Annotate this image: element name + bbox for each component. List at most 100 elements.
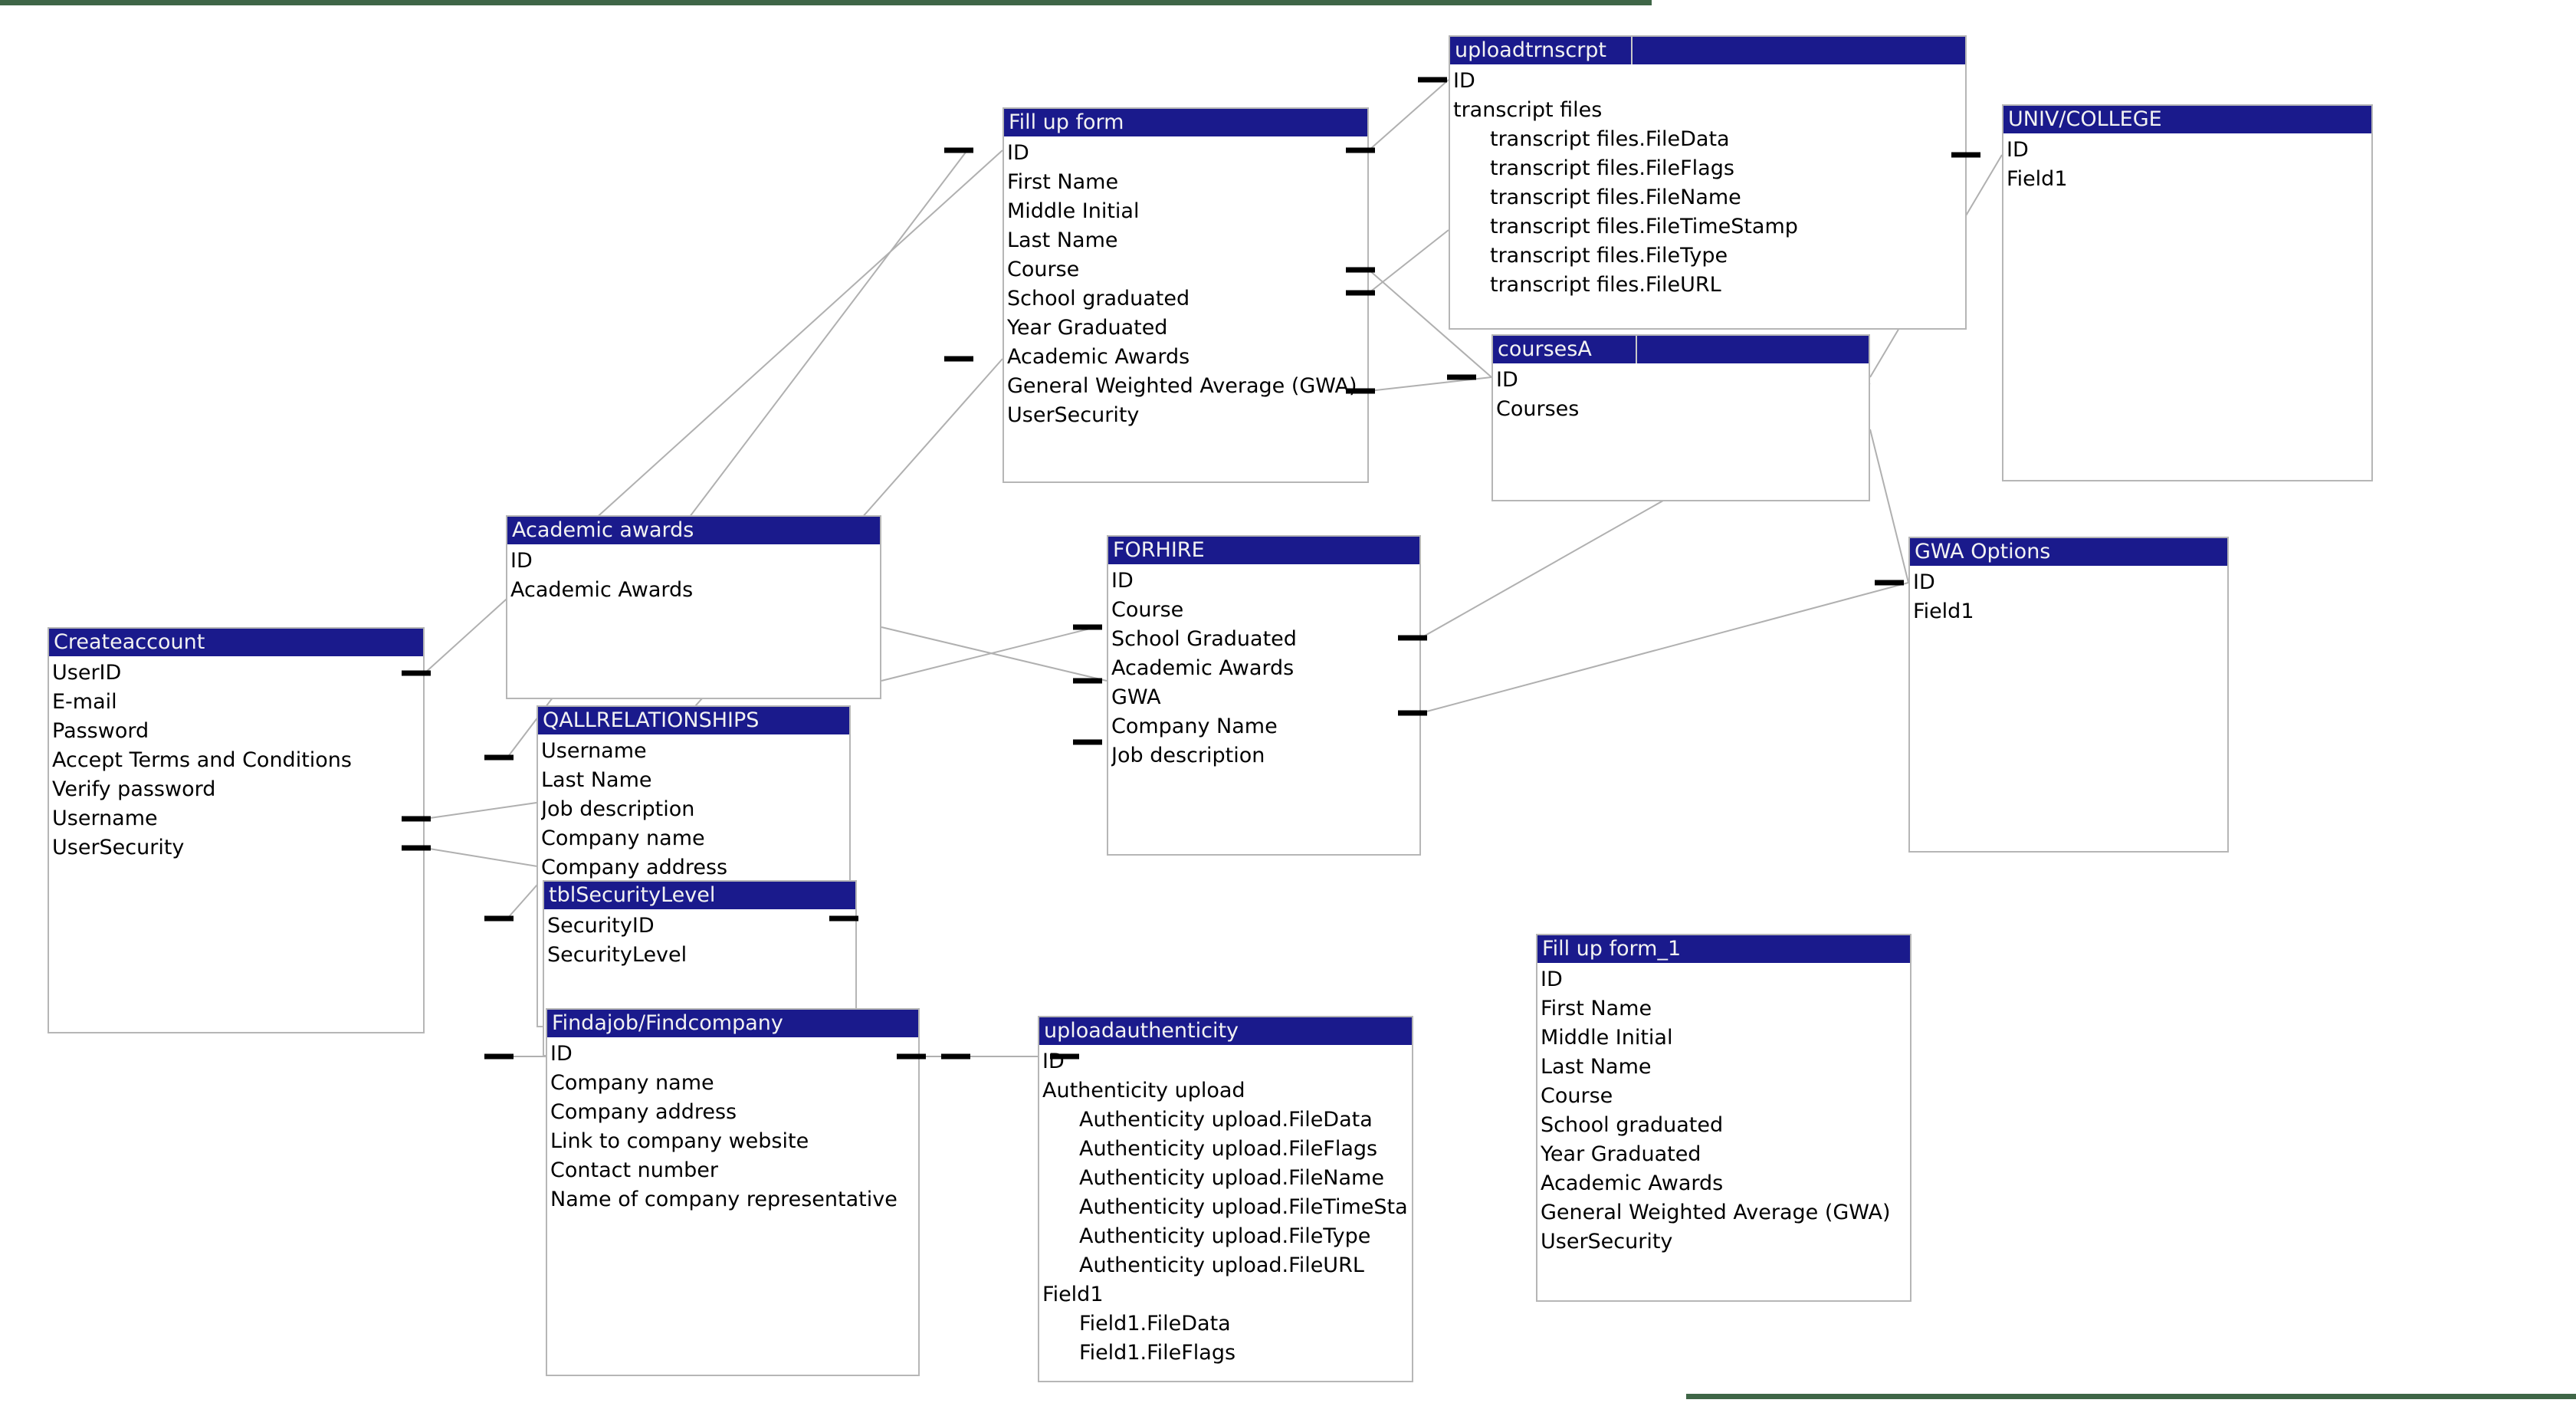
table-field[interactable]: Authenticity upload.FileType <box>1079 1224 1371 1248</box>
table-field[interactable]: Job description <box>541 797 695 821</box>
table-field[interactable]: Course <box>1111 598 1184 622</box>
table-field[interactable]: transcript files.FileData <box>1490 127 1730 151</box>
table-field[interactable]: transcript files.FileName <box>1490 186 1741 209</box>
table-field[interactable]: Authenticity upload.FileTimeSta <box>1079 1195 1408 1219</box>
table-field[interactable]: Last Name <box>1541 1055 1652 1079</box>
table-field[interactable]: Last Name <box>1007 228 1118 252</box>
table-header[interactable]: tblSecurityLevel <box>544 882 855 909</box>
table-field[interactable]: UserSecurity <box>52 836 185 859</box>
table-field[interactable]: School Graduated <box>1111 627 1297 651</box>
table-field[interactable]: ID <box>1541 968 1563 991</box>
table-field[interactable]: Username <box>52 807 158 830</box>
table-header[interactable]: uploadtrnscrpt <box>1450 37 1965 64</box>
table-field[interactable]: Field1 <box>1913 600 1974 623</box>
table-field[interactable]: Academic Awards <box>1541 1171 1724 1195</box>
table-field[interactable]: Authenticity upload.FileURL <box>1079 1254 1364 1277</box>
table-field[interactable]: transcript files.FileURL <box>1490 273 1721 297</box>
table-field[interactable]: General Weighted Average (GWA) <box>1007 374 1357 398</box>
table-field[interactable]: Academic Awards <box>1111 656 1295 680</box>
table-header[interactable]: uploadauthenticity <box>1039 1017 1412 1045</box>
table-field[interactable]: Year Graduated <box>1007 316 1168 340</box>
relationship-connector[interactable] <box>1368 79 1449 151</box>
table-header[interactable]: UNIV/COLLEGE <box>2003 106 2371 133</box>
table-field[interactable]: Courses <box>1496 397 1580 421</box>
table-field[interactable]: E-mail <box>52 690 117 714</box>
table-field[interactable]: Company name <box>541 826 705 850</box>
table-field[interactable]: ID <box>1111 569 1134 593</box>
table-header[interactable]: Fill up form <box>1004 109 1367 136</box>
table-field[interactable]: ID <box>510 549 533 573</box>
table-field[interactable]: ID <box>1496 368 1518 392</box>
table-field[interactable]: Academic Awards <box>510 578 694 602</box>
table-field[interactable]: Password <box>52 719 149 743</box>
table-field[interactable]: ID <box>1913 570 1935 594</box>
table-header[interactable]: GWA Options <box>1910 538 2227 566</box>
table-field[interactable]: SecurityID <box>547 914 655 938</box>
table-field[interactable]: Field1 <box>2007 167 2068 191</box>
table-univ-college[interactable]: UNIV/COLLEGE ID Field1 <box>2002 104 2373 481</box>
relationship-connector[interactable] <box>881 626 1097 682</box>
table-field[interactable]: First Name <box>1541 997 1652 1020</box>
table-field[interactable]: Middle Initial <box>1007 199 1140 223</box>
relationship-connector[interactable] <box>1368 376 1492 392</box>
table-field[interactable]: Username <box>541 739 647 763</box>
table-field[interactable]: Middle Initial <box>1541 1026 1673 1050</box>
table-field[interactable]: UserSecurity <box>1541 1230 1673 1254</box>
table-field[interactable]: School graduated <box>1541 1113 1724 1137</box>
table-field[interactable]: Authenticity upload.FileData <box>1079 1108 1373 1132</box>
table-field[interactable]: SecurityLevel <box>547 943 687 967</box>
table-field[interactable]: ID <box>2007 138 2029 162</box>
table-field[interactable]: Last Name <box>541 768 652 792</box>
table-header[interactable]: Findajob/Findcompany <box>547 1010 918 1037</box>
table-field[interactable]: Company name <box>550 1071 714 1095</box>
table-field[interactable]: ID <box>1007 141 1029 165</box>
table-field[interactable]: UserID <box>52 661 122 685</box>
table-field[interactable]: Year Graduated <box>1541 1142 1701 1166</box>
relationship-connector[interactable] <box>1420 582 1909 714</box>
table-field[interactable]: ID <box>1453 69 1475 93</box>
table-header[interactable]: QALLRELATIONSHIPS <box>538 707 849 734</box>
table-field[interactable]: transcript files.FileTimeStamp <box>1490 215 1798 238</box>
table-field[interactable]: ID <box>1042 1050 1065 1073</box>
table-field[interactable]: UserSecurity <box>1007 403 1140 427</box>
table-field[interactable]: Field1 <box>1042 1283 1104 1306</box>
table-field[interactable]: ID <box>550 1042 573 1066</box>
table-field[interactable]: Contact number <box>550 1158 719 1182</box>
table-field[interactable]: transcript files.FileType <box>1490 244 1728 268</box>
table-field[interactable]: General Weighted Average (GWA) <box>1541 1201 1891 1224</box>
table-field[interactable]: Name of company representative <box>550 1188 897 1211</box>
table-field[interactable]: Company address <box>550 1100 737 1124</box>
table-field[interactable]: Authenticity upload.FileName <box>1079 1166 1384 1190</box>
table-field[interactable]: Field1.FileFlags <box>1079 1341 1236 1365</box>
table-field[interactable]: Course <box>1007 258 1080 281</box>
table-field[interactable]: Company address <box>541 856 728 879</box>
table-field[interactable]: First Name <box>1007 170 1119 194</box>
relationship-connector[interactable] <box>1368 229 1449 294</box>
table-field[interactable]: Accept Terms and Conditions <box>52 748 352 772</box>
table-field[interactable]: GWA <box>1111 685 1161 709</box>
table-field[interactable]: Job description <box>1111 744 1265 767</box>
table-field[interactable]: transcript files <box>1453 98 1603 122</box>
relationship-connector[interactable] <box>1869 429 1909 583</box>
table-header[interactable]: FORHIRE <box>1108 537 1419 564</box>
table-field[interactable]: Authenticity upload.FileFlags <box>1079 1137 1378 1161</box>
table-header[interactable]: Fill up form_1 <box>1537 935 1910 963</box>
table-field[interactable]: Link to company website <box>550 1129 809 1153</box>
table-field[interactable]: Field1.FileData <box>1079 1312 1231 1336</box>
table-field[interactable]: Verify password <box>52 777 216 801</box>
table-field[interactable]: Authenticity upload <box>1042 1079 1245 1102</box>
table-header[interactable]: coursesA <box>1493 336 1869 363</box>
table-field[interactable]: School graduated <box>1007 287 1190 310</box>
table-field[interactable]: Company Name <box>1111 715 1278 738</box>
table-header[interactable]: Academic awards <box>507 517 880 544</box>
relationship-connector[interactable] <box>881 626 1108 682</box>
